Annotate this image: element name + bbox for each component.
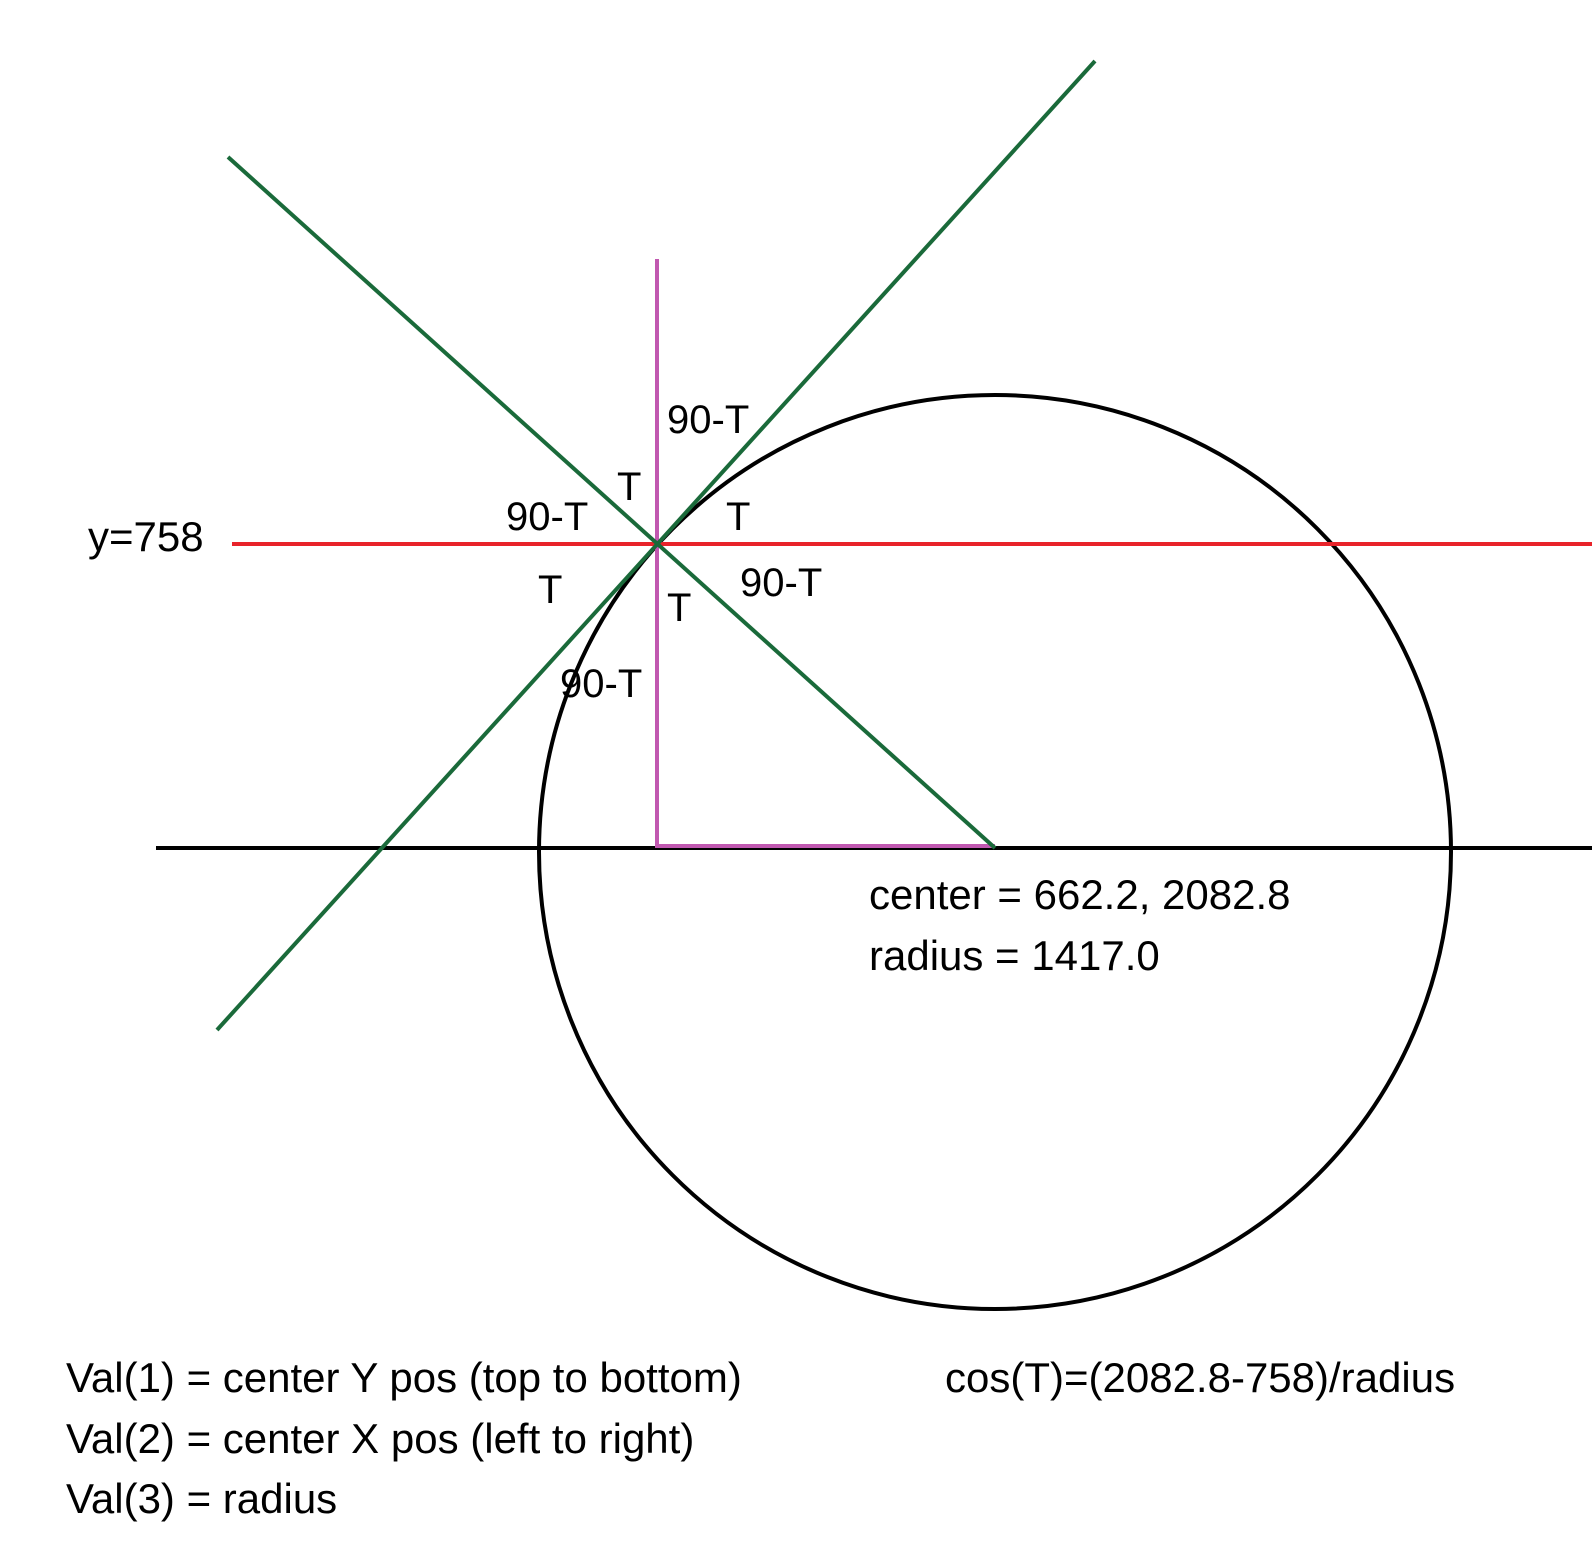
- note-val3: Val(3) = radius: [66, 1475, 337, 1522]
- angle-label-t-lower-mid: T: [667, 586, 691, 630]
- note-val2: Val(2) = center X pos (left to right): [66, 1415, 694, 1462]
- angle-label-t-upper-left: T: [617, 465, 641, 509]
- y-line-label: y=758: [88, 513, 204, 560]
- radius-label: radius = 1417.0: [869, 932, 1160, 979]
- angle-label-t-right: T: [726, 495, 750, 539]
- note-val1: Val(1) = center Y pos (top to bottom): [66, 1354, 742, 1401]
- angle-label-90-t-bottom: 90-T: [560, 662, 642, 706]
- green-radius-line: [226, 155, 997, 850]
- angle-label-90-t-top: 90-T: [667, 398, 749, 442]
- angle-label-90-t-left: 90-T: [506, 495, 588, 539]
- note-cos-formula: cos(T)=(2082.8-758)/radius: [945, 1354, 1455, 1401]
- center-label: center = 662.2, 2082.8: [869, 871, 1291, 918]
- angle-label-90-t-lower-right: 90-T: [740, 561, 822, 605]
- circle: [537, 393, 1453, 1311]
- green-tangent-line: [215, 59, 1097, 1032]
- angle-label-t-lower-left: T: [538, 568, 562, 612]
